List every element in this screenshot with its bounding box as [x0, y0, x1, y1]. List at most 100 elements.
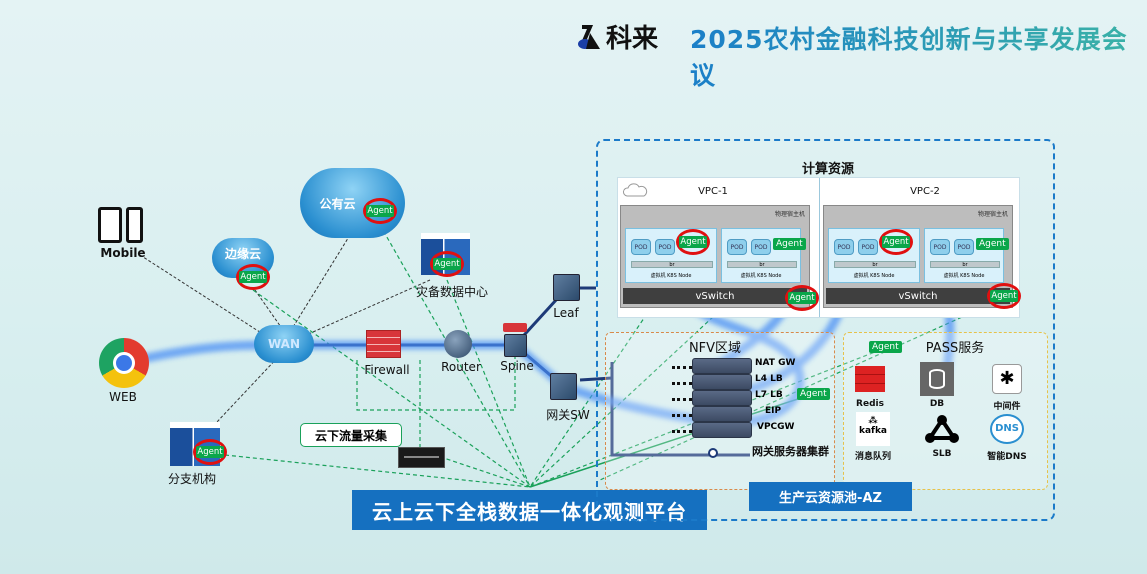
observability-platform-banner: 云上云下全栈数据一体化观测平台 — [352, 490, 707, 530]
gateway-switch-icon — [550, 373, 577, 400]
pass-zone — [843, 332, 1048, 490]
router-icon — [444, 330, 472, 358]
gateway-sw-label: 网关SW — [546, 408, 590, 422]
flow-capture-label: 云下流量采集 — [300, 423, 402, 447]
cluster-node-icon — [708, 448, 718, 458]
agent-branch: Agent — [193, 439, 227, 465]
agent-compute: Agent — [676, 229, 710, 255]
node-label: 虚拟机 K8S Node — [943, 273, 985, 279]
dr-center-label: 灾备数据中心 — [415, 285, 489, 299]
host-label: 物理宿主机 — [774, 211, 805, 218]
vpc-name: VPC-1 — [698, 186, 728, 197]
agent-badge: Agent — [196, 446, 224, 458]
agent-badge: Agent — [788, 292, 816, 304]
pass-service-label: 智能DNS — [987, 452, 1027, 462]
logo-mark-icon — [578, 24, 600, 49]
dns-icon: DNS — [990, 412, 1024, 446]
bridge: br — [631, 261, 713, 268]
kafka-icon: ⁂kafka — [856, 412, 890, 446]
wan-cloud-icon: WAN — [254, 325, 314, 363]
leaf-switch-icon — [553, 274, 580, 301]
agent-compute: Agent — [785, 285, 819, 311]
gateway-server-icon — [692, 390, 752, 406]
probe-device-icon — [398, 447, 445, 468]
pod: POD — [631, 239, 651, 255]
vswitch: vSwitch — [623, 288, 807, 304]
pass-service-label: 消息队列 — [854, 452, 891, 462]
nfv-item: L7 LB — [755, 390, 783, 400]
leaf-label: Leaf — [553, 306, 579, 320]
kelai-logo: 科来 — [576, 18, 658, 55]
agent-dr-center: Agent — [430, 251, 464, 277]
web-label: WEB — [109, 390, 137, 404]
node-label: 虚拟机 K8S Node — [650, 273, 692, 279]
agent-public-cloud: Agent — [363, 198, 397, 224]
agent-nfv: Agent — [797, 388, 830, 400]
public-cloud-label: 公有云 — [319, 196, 356, 211]
gateway-server-icon — [692, 406, 752, 422]
slb-icon — [925, 412, 959, 446]
gateway-server-icon — [692, 422, 752, 438]
dotted-link — [672, 414, 692, 417]
pass-service-label: DB — [929, 399, 945, 409]
agent-badge: Agent — [433, 258, 461, 270]
agent-compute: Agent — [987, 283, 1021, 309]
pass-service-label: SLB — [932, 449, 952, 459]
spine-switch-icon — [504, 334, 527, 357]
node-label: 虚拟机 K8S Node — [853, 273, 895, 279]
nfv-item: VPCGW — [757, 422, 795, 432]
pass-service-label: Redis — [856, 399, 884, 409]
spine-firewall-module-icon — [503, 323, 527, 332]
bridge: br — [930, 261, 1000, 268]
compute-title: 计算资源 — [801, 162, 855, 177]
redis-icon — [853, 362, 887, 396]
agent-badge: Agent — [990, 290, 1018, 302]
agent-compute: Agent — [773, 238, 806, 250]
vpc-name: VPC-2 — [910, 186, 940, 197]
node-label: 虚拟机 K8S Node — [740, 273, 782, 279]
pod: POD — [834, 239, 854, 255]
nfv-title: NFV区域 — [688, 341, 742, 356]
agent-compute: Agent — [879, 229, 913, 255]
conference-title: 2025农村金融科技创新与共享发展会议 — [690, 20, 1147, 92]
pod: POD — [751, 239, 771, 255]
pass-service-label: 中间件 — [993, 402, 1021, 412]
dns-text: DNS — [990, 414, 1024, 444]
az-pool-label: 生产云资源池-AZ — [749, 482, 912, 511]
bridge: br — [834, 261, 916, 268]
agent-badge: Agent — [366, 205, 394, 217]
pod: POD — [858, 239, 878, 255]
cloud-outline-icon — [623, 183, 648, 197]
cloud-resource-pool — [596, 139, 1055, 521]
spine-label: Spine — [500, 359, 534, 373]
gateway-server-icon — [692, 374, 752, 390]
pod: POD — [727, 239, 747, 255]
firewall-icon — [366, 330, 401, 358]
chrome-web-icon — [99, 338, 149, 388]
nfv-item: NAT GW — [755, 358, 796, 368]
pod: POD — [954, 239, 974, 255]
agent-badge: Agent — [679, 236, 707, 248]
agent-edge-cloud: Agent — [236, 264, 270, 290]
vswitch: vSwitch — [826, 288, 1010, 304]
branch-label: 分支机构 — [167, 472, 217, 486]
firewall-label: Firewall — [364, 363, 410, 377]
dotted-link — [672, 382, 692, 385]
nfv-item: L4 LB — [755, 374, 783, 384]
mobile-label: Mobile — [100, 246, 146, 260]
agent-badge: Agent — [882, 236, 910, 248]
kafka-text: kafka — [858, 426, 888, 436]
agent-pass: Agent — [869, 341, 902, 353]
agent-compute: Agent — [976, 238, 1009, 250]
dotted-link — [672, 366, 692, 369]
pod: POD — [655, 239, 675, 255]
wan-label: WAN — [267, 337, 301, 351]
middleware-icon: ✱ — [990, 362, 1024, 396]
vpc-divider — [819, 178, 820, 317]
logo-text: 科来 — [606, 24, 659, 54]
